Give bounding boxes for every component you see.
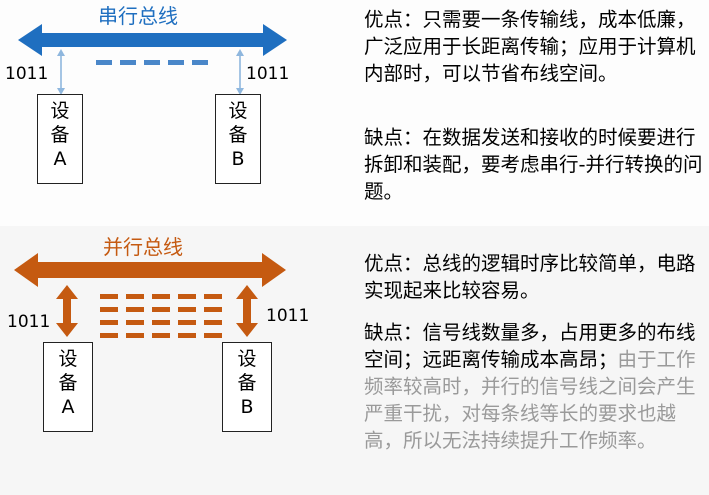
parallel-data-lines xyxy=(100,294,222,338)
parallel-bits-left: 1011 xyxy=(7,312,51,332)
parallel-device-b-letter: B xyxy=(240,396,254,418)
parallel-advantages-text: 优点：总线的逻辑时序比较简单，电路实现起来比较容易。 xyxy=(364,252,696,302)
serial-device-a-letter: A xyxy=(53,148,67,170)
serial-device-b: 设 备 B xyxy=(215,94,261,184)
serial-data-line xyxy=(96,60,208,65)
parallel-bus-arrow xyxy=(14,253,286,287)
parallel-device-b-char1: 设 xyxy=(237,348,257,370)
parallel-bits-right: 1011 xyxy=(266,306,310,326)
serial-device-a: 设 备 A xyxy=(37,94,83,184)
serial-bits-right: 1011 xyxy=(246,64,290,84)
parallel-device-b-char2: 备 xyxy=(237,372,257,394)
parallel-connector-arrow-left xyxy=(56,285,78,337)
serial-device-b-char2: 备 xyxy=(228,124,248,146)
serial-bus-title: 串行总线 xyxy=(98,4,178,28)
parallel-disadvantages-faded: 由于工作频率较高时，并行的信号线之间会产生严重干扰，对每条线等长的要求也越高，所… xyxy=(364,348,696,452)
parallel-disadvantages-text: 缺点：信号线数量多，占用更多的布线空间；远距离传输成本高昂；由于工作频率较高时，… xyxy=(364,319,706,454)
serial-device-a-char1: 设 xyxy=(50,100,70,122)
parallel-device-a-char1: 设 xyxy=(58,348,78,370)
serial-device-b-char1: 设 xyxy=(228,100,248,122)
parallel-disadvantages-main: 缺点：信号线数量多，占用更多的布线空间；远距离传输成本高昂； xyxy=(364,321,696,371)
serial-disadvantages-text: 缺点：在数据发送和接收的时候要进行拆卸和装配，要考虑串行-并行转换的问题。 xyxy=(364,126,703,203)
parallel-bus-title: 并行总线 xyxy=(103,235,183,259)
serial-bus-arrow xyxy=(18,24,287,56)
parallel-device-b: 设 备 B xyxy=(222,342,272,432)
serial-bits-left: 1011 xyxy=(5,64,49,84)
parallel-device-a-char2: 备 xyxy=(58,372,78,394)
serial-device-a-char2: 备 xyxy=(50,124,70,146)
serial-connector-arrow-left xyxy=(57,49,65,95)
parallel-device-a: 设 备 A xyxy=(43,342,93,432)
serial-advantages-text: 优点：只需要一条传输线，成本低廉，广泛应用于长距离传输；应用于计算机内部时，可以… xyxy=(364,8,696,85)
serial-device-b-letter: B xyxy=(231,148,245,170)
parallel-connector-arrow-right xyxy=(236,285,258,337)
serial-connector-arrow-right xyxy=(236,49,244,95)
parallel-device-a-letter: A xyxy=(61,396,75,418)
